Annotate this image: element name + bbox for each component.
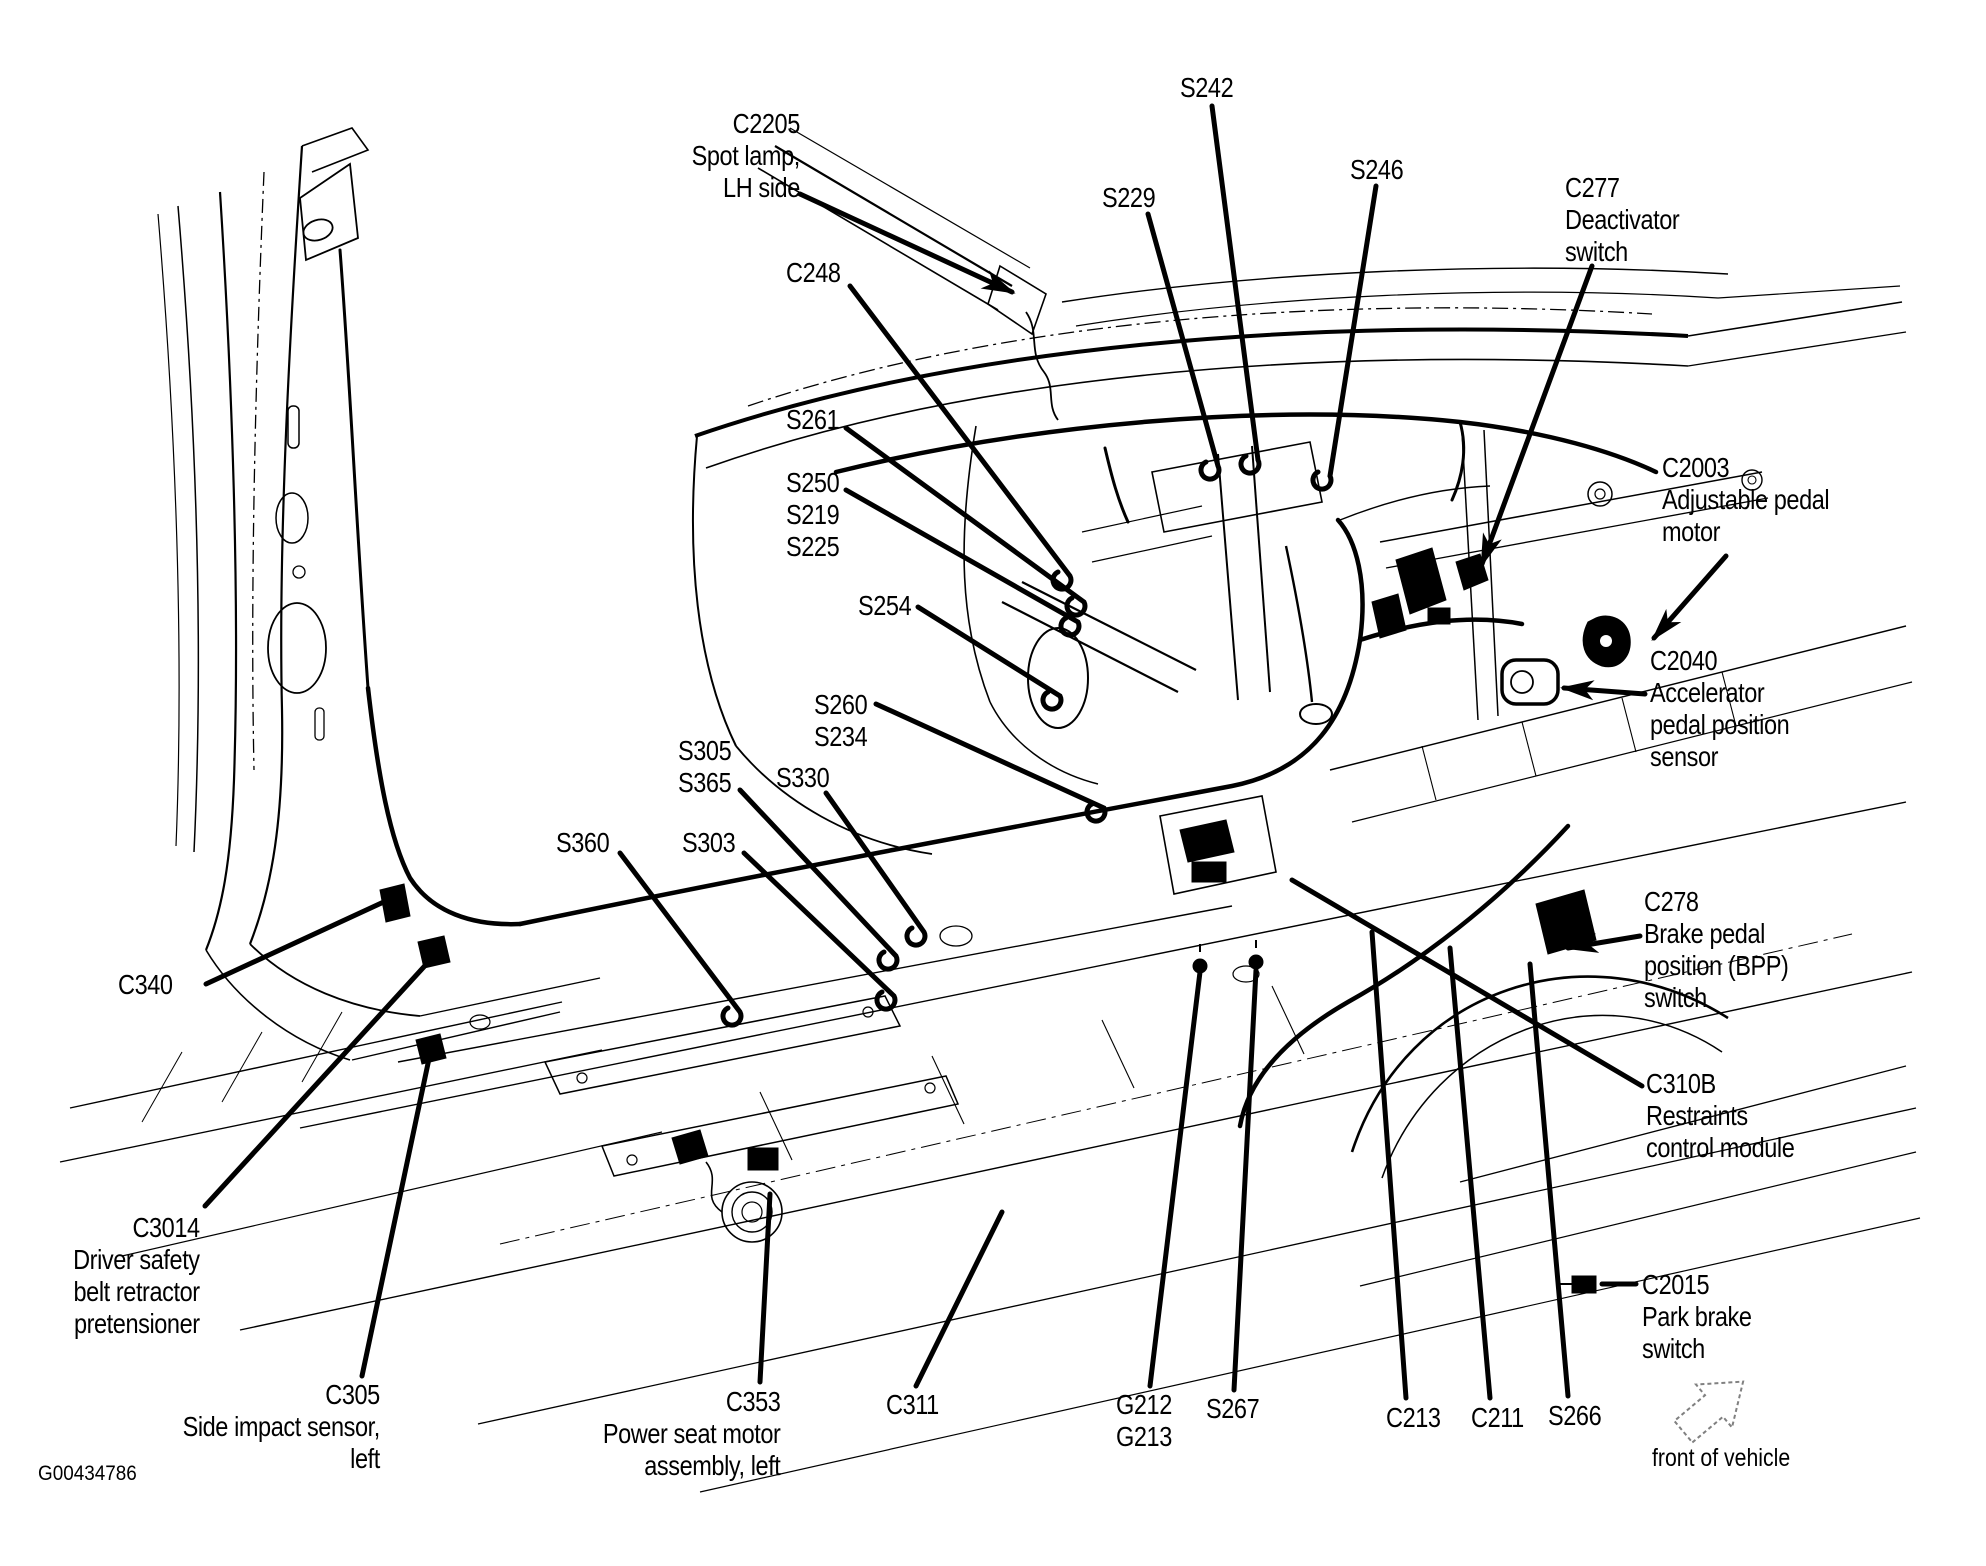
leader-C2003 xyxy=(1651,553,1729,642)
callout-C248: C248 xyxy=(786,257,841,288)
leader-S260-S234 xyxy=(873,701,1108,824)
seat-area xyxy=(543,995,960,1243)
leader-C213 xyxy=(1369,929,1409,1401)
connector-blobs xyxy=(379,883,1597,1294)
callout-S360: S360 xyxy=(556,827,610,858)
leader-S330 xyxy=(823,790,928,948)
front-of-vehicle-label: front of vehicle xyxy=(1652,1444,1791,1472)
leader-S250-S219-S225 xyxy=(843,487,1082,638)
leader-C305 xyxy=(359,1051,433,1379)
leader-S360 xyxy=(617,850,744,1028)
leader-C310B xyxy=(1289,877,1645,1089)
leader-S261 xyxy=(843,425,1088,618)
leader-C2040 xyxy=(1560,680,1648,701)
leader-C353 xyxy=(757,1191,773,1385)
callout-C2040: C2040 Accelerator pedal position sensor xyxy=(1650,645,1790,772)
callout-C2205: C2205 Spot lamp, LH side xyxy=(691,108,801,203)
callout-C340: C340 xyxy=(118,969,173,1000)
callout-C213: C213 xyxy=(1386,1402,1441,1433)
callout-S330: S330 xyxy=(776,762,830,793)
callout-C2015: C2015 Park brake switch xyxy=(1642,1269,1752,1364)
figure-id: G00434786 xyxy=(38,1462,137,1485)
leader-S242 xyxy=(1209,103,1262,476)
wiring-harness xyxy=(338,248,1659,1129)
leader-C211 xyxy=(1447,945,1493,1401)
leader-S229 xyxy=(1145,211,1222,482)
pedal-assembly-area xyxy=(1151,429,1913,823)
callout-C310B: C310B Restraints control module xyxy=(1646,1068,1795,1163)
callout-C278: C278 Brake pedal position (BPP) switch xyxy=(1644,886,1789,1013)
leader-S267 xyxy=(1231,967,1259,1393)
leader-S305-S365 xyxy=(737,787,900,972)
callout-C305: C305 Side impact sensor, left xyxy=(182,1379,381,1474)
callout-leader-lines xyxy=(202,103,1729,1401)
callout-C277: C277 Deactivator switch xyxy=(1565,172,1680,267)
callout-S229: S229 xyxy=(1102,182,1156,213)
callout-S254: S254 xyxy=(858,590,912,621)
callout-S303: S303 xyxy=(682,827,736,858)
leader-S266 xyxy=(1527,961,1571,1399)
callout-G212-G213: G212 G213 xyxy=(1116,1389,1172,1452)
callout-C3014: C3014 Driver safety belt retractor prete… xyxy=(73,1212,200,1339)
callout-S250-S219-S225: S250 S219 S225 xyxy=(786,467,840,562)
leader-S246 xyxy=(1310,183,1379,492)
front-of-vehicle-arrow-icon xyxy=(1672,1380,1745,1444)
callout-S246: S246 xyxy=(1350,154,1404,185)
callout-S260-S234: S260 S234 xyxy=(814,689,868,752)
callout-C211: C211 xyxy=(1471,1402,1524,1433)
leader-C3014 xyxy=(202,955,435,1209)
callout-S305-S365: S305 S365 xyxy=(678,735,732,798)
leader-C311 xyxy=(913,1209,1005,1389)
callout-C311: C311 xyxy=(886,1389,939,1420)
callout-S261: S261 xyxy=(786,404,840,435)
leader-C2205 xyxy=(797,191,1016,295)
callout-S267: S267 xyxy=(1206,1393,1260,1424)
a-pillar-spot-lamp-area xyxy=(757,127,1059,421)
floor-pan xyxy=(59,795,1921,1493)
leader-S303 xyxy=(741,850,898,1012)
leader-S254 xyxy=(915,604,1064,712)
leader-G212-G213 xyxy=(1147,969,1203,1389)
callout-S242: S242 xyxy=(1180,72,1234,103)
callout-S266: S266 xyxy=(1548,1400,1602,1431)
leader-C340 xyxy=(203,897,391,987)
leader-C277 xyxy=(1479,263,1595,568)
callout-C353: C353 Power seat motor assembly, left xyxy=(602,1386,780,1481)
callout-C2003: C2003 Adjustable pedal motor xyxy=(1662,452,1830,547)
leader-C248 xyxy=(847,283,1074,592)
leader-C278 xyxy=(1564,933,1643,953)
